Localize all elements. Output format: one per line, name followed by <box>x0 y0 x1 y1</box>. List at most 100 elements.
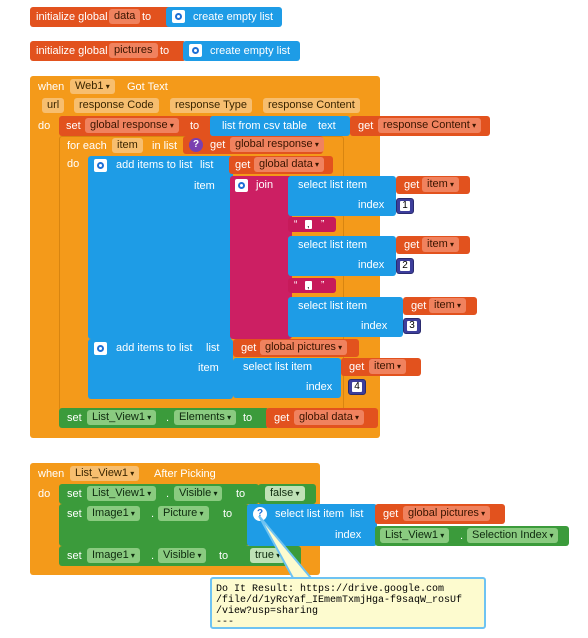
get-global-data-block[interactable]: get global data <box>229 156 333 174</box>
get-label: get <box>411 300 427 312</box>
false-block[interactable]: false <box>258 484 316 504</box>
text-value[interactable]: , <box>305 219 312 229</box>
variable-dropdown[interactable]: response Content <box>378 118 482 133</box>
set-image-visible-block[interactable]: set Image1 . Visible to <box>59 546 249 566</box>
help-icon[interactable]: ? <box>253 507 267 521</box>
component-dropdown[interactable]: List_View1 <box>70 466 140 481</box>
get-response-content-block[interactable]: get response Content <box>350 116 490 136</box>
boolean-dropdown[interactable]: true <box>250 548 286 563</box>
join-block[interactable]: join <box>230 176 292 339</box>
param-response-code[interactable]: response Code <box>74 98 159 113</box>
select-list-item-block[interactable]: select list item index <box>233 358 341 398</box>
list-from-csv-table-block[interactable]: list from csv table text <box>210 116 350 136</box>
mutator-gear-icon[interactable] <box>172 10 185 23</box>
property-dropdown[interactable]: Selection Index <box>467 528 559 543</box>
get-global-pictures-block[interactable]: get global pictures <box>375 504 505 524</box>
select-list-item-block[interactable]: select list item index <box>288 236 396 276</box>
list-view-selection-index-block[interactable]: List_View1 . Selection Index <box>375 526 569 546</box>
variable-dropdown[interactable]: global data <box>294 410 365 425</box>
variable-dropdown[interactable]: item <box>429 298 467 313</box>
set-list-view-elements-block[interactable]: set List_View1 . Elements to <box>59 408 269 428</box>
property-dropdown[interactable]: Picture <box>158 506 209 521</box>
in-list-label: in list <box>152 140 178 152</box>
property-dropdown[interactable]: Visible <box>174 486 223 501</box>
select-list-item-block[interactable]: select list item index <box>288 297 403 337</box>
variable-dropdown[interactable]: global response <box>85 118 179 133</box>
set-image-picture-block[interactable]: set Image1 . Picture to <box>59 504 249 546</box>
get-label: get <box>241 342 257 354</box>
variable-dropdown[interactable]: global data <box>254 157 325 172</box>
close-quote: ” <box>321 280 325 291</box>
param-url[interactable]: url <box>42 98 65 113</box>
variable-dropdown[interactable]: item <box>369 359 407 374</box>
do-label: do <box>38 488 51 500</box>
component-dropdown[interactable]: List_View1 <box>380 528 450 543</box>
number-block[interactable]: 3 <box>403 318 421 334</box>
variable-dropdown[interactable]: item <box>422 177 460 192</box>
variable-dropdown[interactable]: global pictures <box>403 506 491 521</box>
set-list-view-visible-block[interactable]: set List_View1 . Visible to <box>59 484 259 504</box>
get-label: get <box>235 159 251 171</box>
number-value[interactable]: 2 <box>400 261 410 271</box>
mutator-gear-icon[interactable] <box>189 44 202 57</box>
add-items-to-list-block[interactable]: add items to list list item <box>88 156 233 339</box>
open-quote: “ <box>294 280 298 291</box>
text-label: text <box>318 120 336 132</box>
create-empty-list-block[interactable]: create empty list <box>166 7 282 27</box>
get-item-block[interactable]: get item <box>396 176 470 194</box>
number-block[interactable]: 4 <box>348 379 366 395</box>
get-item-block[interactable]: get item <box>403 297 477 315</box>
get-item-block[interactable]: get item <box>396 236 470 254</box>
variable-name-field[interactable]: data <box>109 9 141 24</box>
number-block[interactable]: 2 <box>396 258 414 274</box>
select-list-item-block[interactable]: select list item index <box>288 176 396 216</box>
for-each-label: for each <box>67 140 107 152</box>
number-value[interactable]: 1 <box>400 201 410 211</box>
init-global-pictures-block[interactable]: initialize global pictures to <box>30 41 186 61</box>
select-list-item-block[interactable]: ? select list item list index <box>247 504 377 546</box>
set-label: set <box>67 412 82 424</box>
get-item-block[interactable]: get item <box>341 358 421 376</box>
number-value[interactable]: 4 <box>352 382 362 392</box>
add-items-to-list-block[interactable]: add items to list list item <box>88 339 233 399</box>
param-response-type[interactable]: response Type <box>170 98 252 113</box>
set-label: set <box>66 120 81 132</box>
select-list-item-label: select list item <box>243 361 313 373</box>
property-dropdown[interactable]: Visible <box>158 548 207 563</box>
mutator-gear-icon[interactable] <box>235 179 248 192</box>
mutator-gear-icon[interactable] <box>94 159 107 172</box>
variable-dropdown[interactable]: global pictures <box>260 340 348 355</box>
create-empty-list-label: create empty list <box>193 11 274 23</box>
init-global-data-block[interactable]: initialize global data to <box>30 7 176 27</box>
variable-name-field[interactable]: pictures <box>109 43 158 58</box>
property-dropdown[interactable]: Elements <box>174 410 237 425</box>
get-global-data-block[interactable]: get global data <box>266 408 378 428</box>
do-label: do <box>67 158 80 170</box>
number-block[interactable]: 1 <box>396 198 414 214</box>
text-string-block[interactable]: “ , ” <box>288 278 336 293</box>
loop-variable-field[interactable]: item <box>112 138 143 153</box>
component-dropdown[interactable]: Image1 <box>87 548 140 563</box>
help-icon[interactable]: ? <box>189 138 203 152</box>
get-global-response-block[interactable]: ? get global response <box>183 136 324 154</box>
tooltip-pointer <box>258 515 314 579</box>
param-response-content[interactable]: response Content <box>263 98 360 113</box>
dot-label: . <box>460 530 464 542</box>
text-string-block[interactable]: “ , ” <box>288 217 336 232</box>
select-list-item-label: select list item <box>298 179 368 191</box>
text-value[interactable]: , <box>305 280 312 290</box>
variable-dropdown[interactable]: item <box>422 237 460 252</box>
variable-dropdown[interactable]: global response <box>230 137 324 152</box>
get-label: get <box>404 179 420 191</box>
number-value[interactable]: 3 <box>407 321 417 331</box>
dot-label: . <box>166 412 170 424</box>
mutator-gear-icon[interactable] <box>94 342 107 355</box>
get-global-pictures-block[interactable]: get global pictures <box>233 339 359 357</box>
component-dropdown[interactable]: List_View1 <box>87 410 157 425</box>
boolean-dropdown[interactable]: false <box>265 486 305 501</box>
component-dropdown[interactable]: List_View1 <box>87 486 157 501</box>
create-empty-list-block[interactable]: create empty list <box>183 41 300 61</box>
component-dropdown[interactable]: Web1 <box>70 79 115 94</box>
set-global-response-block[interactable]: set global response to <box>59 116 214 136</box>
component-dropdown[interactable]: Image1 <box>87 506 140 521</box>
